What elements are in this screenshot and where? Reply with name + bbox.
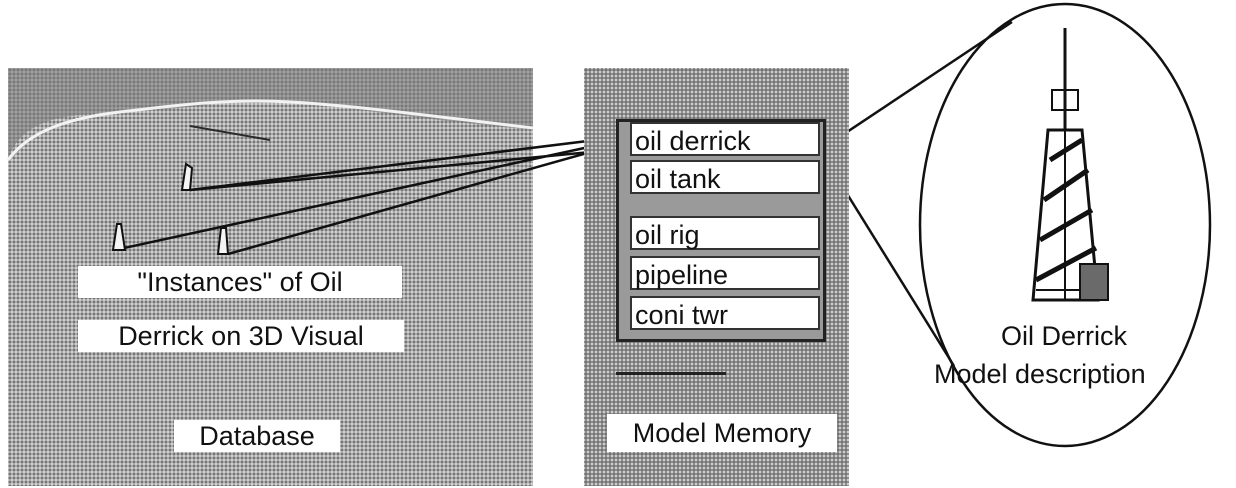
model-description-line2: Model description xyxy=(934,359,1146,389)
memory-divider xyxy=(616,372,726,375)
model-memory-title: Model Memory xyxy=(607,414,837,452)
terrain-ridge xyxy=(6,99,534,161)
model-description-line1: Oil Derrick xyxy=(1001,321,1127,351)
memory-item-pipeline: pipeline xyxy=(630,256,820,290)
oil-derrick-instance-icon xyxy=(180,162,194,191)
oil-derrick-instance-icon xyxy=(216,227,230,255)
memory-item-oil-rig: oil rig xyxy=(630,216,820,250)
database-caption-line2: Derrick on 3D Visual xyxy=(78,320,404,352)
memory-item-oil-tank: oil tank xyxy=(630,160,820,194)
memory-item-oil-derrick: oil derrick xyxy=(630,122,820,156)
memory-item-coni-twr: coni twr xyxy=(630,296,820,330)
database-caption-line1: "Instances" of Oil xyxy=(78,266,402,298)
terrain-horizon xyxy=(8,68,533,160)
database-caption-line3: Database xyxy=(174,420,340,452)
model-description-ellipse xyxy=(918,2,1212,448)
instance-reference-lines xyxy=(123,136,613,256)
oil-derrick-instance-icon xyxy=(111,223,127,251)
model-link-lines xyxy=(824,20,1013,367)
oil-derrick-model-icon xyxy=(1031,28,1109,302)
